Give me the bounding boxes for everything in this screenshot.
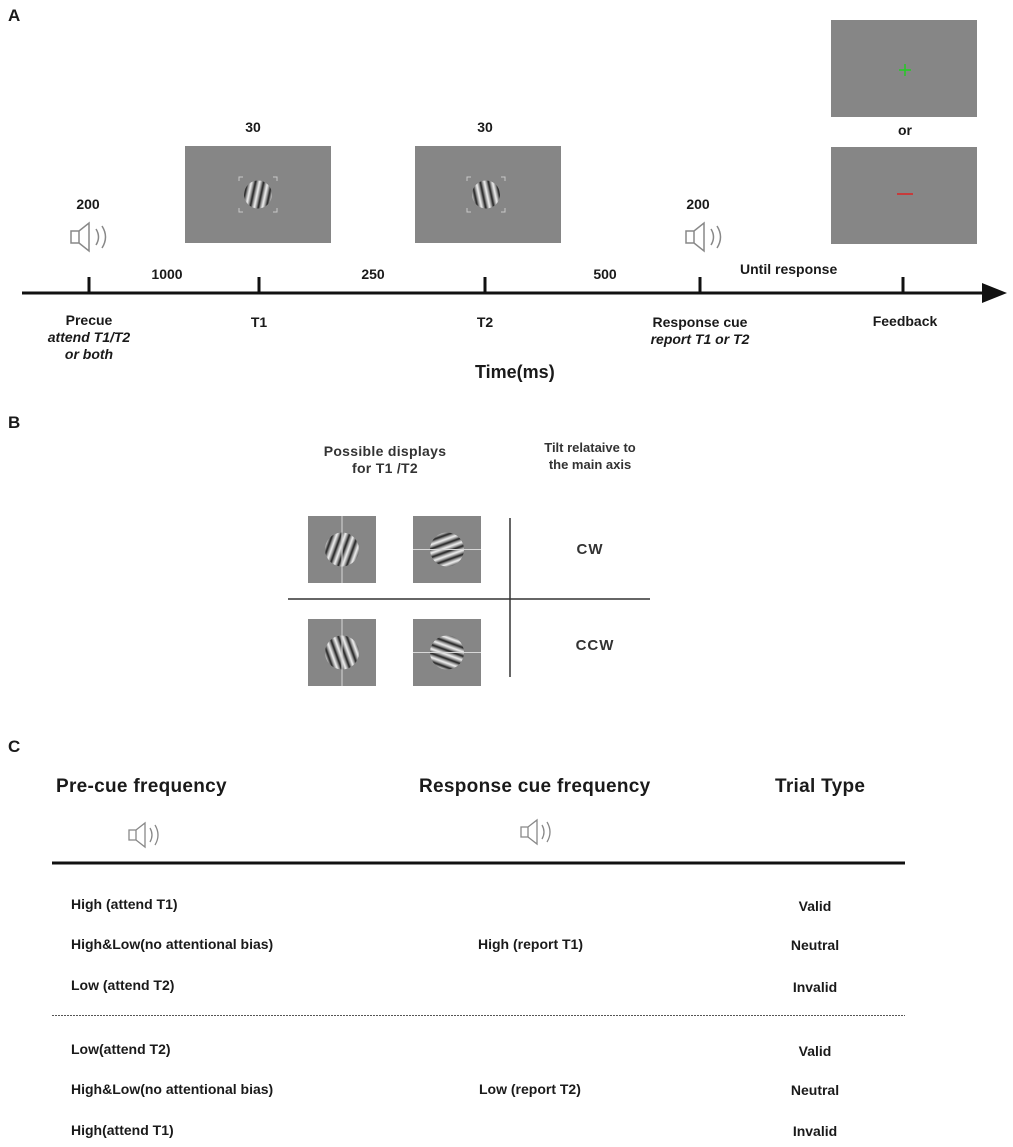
speaker-icon — [70, 221, 107, 253]
group2-row2-precue: High&Low(no attentional bias) — [71, 1081, 274, 1097]
group2-response-cue: Low (report T2) — [479, 1081, 581, 1097]
plus-icon — [899, 64, 911, 76]
speaker-icon — [520, 818, 551, 846]
t2-grating-icon — [466, 176, 506, 213]
group-divider — [52, 1015, 905, 1016]
precue-title: Precue — [65, 312, 113, 328]
group1-row3-trial-type: Invalid — [792, 979, 838, 995]
trial-type-header: Trial Type — [775, 776, 866, 797]
minus-icon — [897, 193, 913, 195]
ccw-label: CCW — [575, 637, 615, 654]
precue-line2: or both — [64, 346, 114, 362]
group2-row1-trial-type: Valid — [798, 1043, 832, 1059]
t1-display-screen — [185, 146, 331, 243]
speaker-icon — [128, 821, 159, 849]
table-header-rule — [52, 861, 905, 865]
group1-row2-trial-type: Neutral — [790, 937, 840, 953]
feedback-event-label: Feedback — [872, 313, 938, 329]
panel-b-grid — [288, 518, 650, 677]
group2-row1-precue: Low(attend T2) — [71, 1041, 171, 1057]
group1-row1-precue: High (attend T1) — [71, 896, 178, 912]
response-duration: 200 — [686, 196, 710, 212]
speaker-icon — [685, 221, 722, 253]
panel-b-letter: B — [8, 413, 21, 432]
interval-until-response: Until response — [740, 261, 838, 277]
grating-cw-vertical-icon — [325, 516, 359, 583]
feedback-incorrect-screen — [831, 147, 977, 244]
tilt-header-line1: Tilt relataive to — [544, 440, 636, 455]
grating-cw-horizontal-icon — [413, 532, 481, 567]
response-title: Response cue — [652, 314, 748, 330]
t2-duration: 30 — [477, 119, 493, 135]
displays-header: Possible displays for T1 /T2 — [300, 443, 470, 477]
feedback-correct-screen — [831, 20, 977, 117]
display-cw-vertical — [308, 516, 376, 583]
precue-line1: attend T1/T2 — [47, 329, 131, 345]
panel-a-letter: A — [8, 6, 21, 25]
t1-event-label: T1 — [250, 314, 268, 330]
t1-grating-icon — [238, 176, 278, 213]
feedback-or-label: or — [898, 122, 912, 138]
interval-t2-response: 500 — [593, 266, 617, 282]
tilt-header: Tilt relataive to the main axis — [520, 439, 660, 473]
cw-label: CW — [576, 541, 604, 558]
displays-header-line2: for T1 /T2 — [351, 460, 418, 476]
group2-row2-trial-type: Neutral — [790, 1082, 840, 1098]
interval-t1-t2: 250 — [361, 266, 385, 282]
group1-row2-precue: High&Low(no attentional bias) — [71, 936, 274, 952]
precue-event-label: Precue attend T1/T2 or both — [29, 312, 149, 363]
t2-event-label: T2 — [476, 314, 494, 330]
group2-row3-trial-type: Invalid — [792, 1123, 838, 1139]
grating-ccw-vertical-icon — [325, 619, 359, 686]
grating-ccw-horizontal-icon — [413, 635, 481, 670]
interval-precue-t1: 1000 — [151, 266, 183, 282]
time-axis — [22, 277, 1007, 303]
t1-duration: 30 — [245, 119, 261, 135]
displays-header-line1: Possible displays — [323, 443, 447, 459]
group1-response-cue: High (report T1) — [478, 936, 583, 952]
response-cue-label: Response cue report T1 or T2 — [630, 314, 770, 348]
t2-display-screen — [415, 146, 561, 243]
group1-row3-precue: Low (attend T2) — [71, 977, 175, 993]
precue-frequency-header: Pre-cue frequency — [56, 776, 227, 797]
response-line: report T1 or T2 — [650, 331, 750, 347]
display-cw-horizontal — [413, 516, 481, 583]
panel-c-letter: C — [8, 737, 21, 756]
response-frequency-header: Response cue frequency — [419, 776, 651, 797]
display-ccw-horizontal — [413, 619, 481, 686]
display-ccw-vertical — [308, 619, 376, 686]
group1-row1-trial-type: Valid — [798, 898, 832, 914]
time-axis-label: Time(ms) — [475, 362, 555, 382]
precue-duration: 200 — [76, 196, 100, 212]
group2-row3-precue: High(attend T1) — [71, 1122, 174, 1138]
tilt-header-line2: the main axis — [548, 457, 632, 472]
